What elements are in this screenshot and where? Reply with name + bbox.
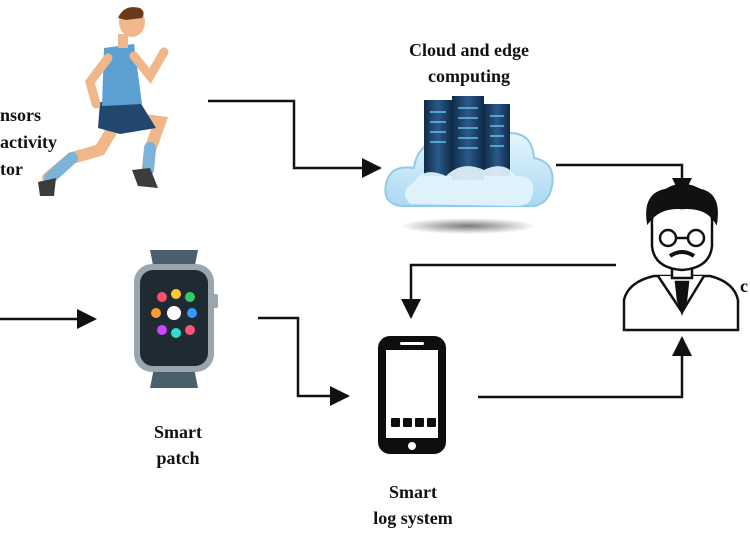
log-line-2: log system — [373, 508, 453, 528]
label-doctor: c — [740, 276, 748, 296]
doctor-icon — [622, 183, 740, 332]
label-sensors: nsors activity tor — [0, 105, 57, 179]
connector-doctor-to-log — [401, 263, 616, 319]
patch-line-2: patch — [156, 448, 199, 468]
connector-log-to-doctor — [478, 336, 692, 399]
connector-patch-to-log — [258, 316, 350, 406]
sensors-line-2: activity — [0, 132, 57, 152]
cloud-line-1: Cloud and edge — [409, 40, 529, 60]
doctor-line-1: c — [740, 276, 748, 296]
label-cloud: Cloud and edge computing — [409, 40, 529, 86]
runner-icon — [38, 7, 169, 196]
smartphone-icon — [378, 336, 446, 454]
patch-line-1: Smart — [154, 422, 202, 442]
app-dots — [151, 289, 197, 338]
log-line-1: Smart — [389, 482, 437, 502]
label-smart-log: Smart log system — [373, 482, 453, 528]
cloud-line-2: computing — [428, 66, 510, 86]
smartwatch-icon — [134, 250, 218, 388]
sensors-line-3: tor — [0, 159, 23, 179]
connector-runner-to-cloud — [208, 99, 382, 178]
cloud-server-icon — [384, 96, 554, 234]
label-smart-patch: Smart patch — [154, 422, 202, 468]
sensors-line-1: nsors — [0, 105, 41, 125]
